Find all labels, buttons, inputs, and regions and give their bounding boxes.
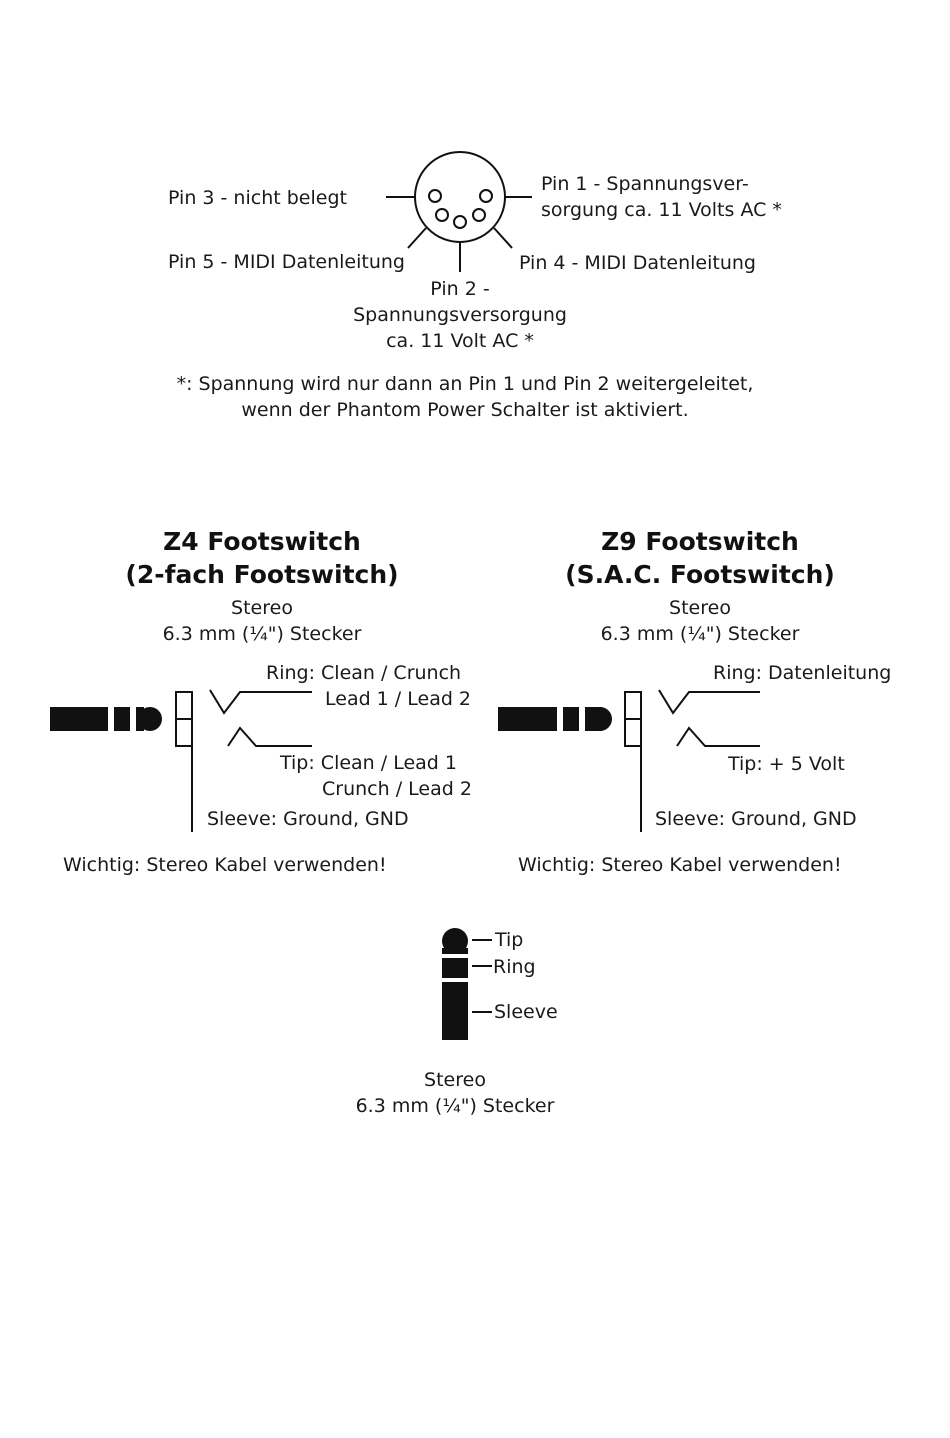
z4-warning: Wichtig: Stereo Kabel verwenden! xyxy=(63,854,387,876)
midi-pin-2 xyxy=(453,215,467,229)
z9-plug-tip xyxy=(588,707,612,731)
z4-plug-ring-insulator xyxy=(108,707,114,731)
z4-plug-label-line2: 6.3 mm (¼") Stecker xyxy=(162,623,362,645)
midi-pin-1 xyxy=(479,189,493,203)
z4-tip-contact xyxy=(227,726,312,747)
z4-title-line2: (2-fach Footswitch) xyxy=(125,560,399,589)
z4-ring-contact xyxy=(209,689,312,715)
z9-plug-schematic xyxy=(498,689,760,832)
legend-caption-line1: Stereo xyxy=(424,1069,486,1091)
midi-pin5-label: Pin 5 - MIDI Datenleitung xyxy=(168,251,405,273)
legend-tip-label: Tip xyxy=(495,929,524,951)
midi-footnote-line1: *: Spannung wird nur dann an Pin 1 und P… xyxy=(176,373,754,395)
pin4-leader xyxy=(493,227,513,249)
z9-warning: Wichtig: Stereo Kabel verwenden! xyxy=(518,854,842,876)
midi-pin1-label-line2: sorgung ca. 11 Volts AC * xyxy=(541,199,782,221)
midi-pin-4 xyxy=(472,208,486,222)
legend-ring-insulator xyxy=(442,954,468,958)
legend-sleeve-insulator xyxy=(442,978,468,982)
z9-plug-label-line2: 6.3 mm (¼") Stecker xyxy=(600,623,800,645)
z9-sleeve-label: Sleeve: Ground, GND xyxy=(655,808,857,830)
legend-caption-line2: 6.3 mm (¼") Stecker xyxy=(355,1095,555,1117)
z4-plug-schematic xyxy=(50,689,312,832)
midi-pin2-label-line2: Spannungsversorgung xyxy=(353,304,567,326)
midi-pin3-label: Pin 3 - nicht belegt xyxy=(168,187,347,209)
z9-plug-sleeve xyxy=(498,707,602,731)
midi-pin4-label: Pin 4 - MIDI Datenleitung xyxy=(519,252,756,274)
z4-plug-label-line1: Stereo xyxy=(231,597,293,619)
z9-tip-label: Tip: + 5 Volt xyxy=(728,753,845,775)
legend-plug-tip xyxy=(442,928,468,954)
z4-sleeve-label: Sleeve: Ground, GND xyxy=(207,808,409,830)
z4-plug-tip xyxy=(138,707,162,731)
z4-ring-label-line2: Lead 1 / Lead 2 xyxy=(325,688,472,710)
midi-pin-3 xyxy=(428,189,442,203)
midi-footnote-line2: wenn der Phantom Power Schalter ist akti… xyxy=(241,399,689,421)
stereo-plug-legend-graphic xyxy=(442,928,492,1040)
z4-tip-label-line1: Tip: Clean / Lead 1 xyxy=(280,752,457,774)
pin5-leader xyxy=(407,227,427,249)
z9-title-line2: (S.A.C. Footswitch) xyxy=(565,560,835,589)
z9-plug-tip-insulator xyxy=(579,707,585,731)
midi-pin-5 xyxy=(435,208,449,222)
z4-ring-label-line1: Ring: Clean / Crunch xyxy=(266,662,462,684)
midi-pin2-label-line3: ca. 11 Volt AC * xyxy=(386,330,534,352)
z9-tip-contact xyxy=(676,726,760,747)
legend-ring-label: Ring xyxy=(493,956,536,978)
legend-plug-body xyxy=(442,948,468,1040)
z4-tip-label-line2: Crunch / Lead 2 xyxy=(322,778,472,800)
z9-plug-ring-insulator xyxy=(557,707,563,731)
z9-plug-label-line1: Stereo xyxy=(669,597,731,619)
z9-ring-contact xyxy=(658,689,760,715)
midi-din-connector xyxy=(386,151,532,272)
z9-title-line1: Z9 Footswitch xyxy=(601,527,799,556)
midi-pin2-label-line1: Pin 2 - xyxy=(430,278,490,300)
z4-plug-sleeve xyxy=(50,707,144,731)
z9-ring-label: Ring: Datenleitung xyxy=(713,662,892,684)
legend-sleeve-label: Sleeve xyxy=(494,1001,558,1023)
z4-plug-tip-insulator xyxy=(130,707,136,731)
z4-title-line1: Z4 Footswitch xyxy=(163,527,361,556)
midi-pin1-label-line1: Pin 1 - Spannungsver- xyxy=(541,173,749,195)
